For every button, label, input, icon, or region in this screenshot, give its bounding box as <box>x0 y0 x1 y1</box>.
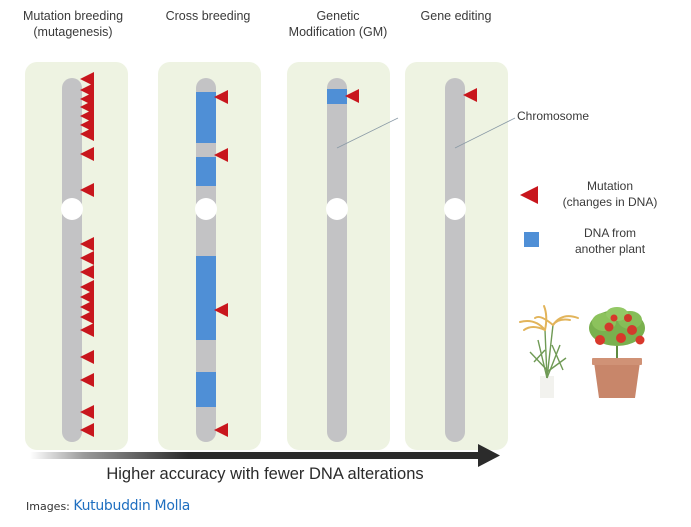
chromosome-pointer-line-gm <box>336 117 399 149</box>
chromosome-gene-editing <box>445 78 465 442</box>
accuracy-axis-label: Higher accuracy with fewer DNA alteratio… <box>106 465 424 483</box>
column-title-mutation-breeding: Mutation breeding (mutagenesis) <box>22 9 124 39</box>
image-caption: Images: Kutubuddin Molla <box>26 498 190 514</box>
mutation-marker-mutation-breeding-12 <box>80 265 94 279</box>
legend-mutation-icon <box>520 186 538 204</box>
dna-segment-cross-breeding-2 <box>196 157 216 186</box>
centromere-genetic-modification <box>326 198 348 220</box>
legend-mutation-label: Mutation (changes in DNA) <box>562 179 658 209</box>
mutation-marker-mutation-breeding-19 <box>80 373 94 387</box>
column-title-genetic-modification: Genetic Modification (GM) <box>288 9 388 39</box>
chromosome-mutation-breeding <box>62 78 82 442</box>
mutation-marker-cross-breeding-1 <box>214 90 228 104</box>
mutation-marker-mutation-breeding-15 <box>80 300 94 314</box>
mutation-marker-mutation-breeding-9 <box>80 183 94 197</box>
column-title-cross-breeding: Cross breeding <box>165 9 251 23</box>
mutation-marker-gene-editing-1 <box>463 88 477 102</box>
mutation-marker-mutation-breeding-17 <box>80 323 94 337</box>
mutation-marker-mutation-breeding-13 <box>80 280 94 294</box>
mutation-marker-mutation-breeding-21 <box>80 423 94 437</box>
centromere-cross-breeding <box>195 198 217 220</box>
centromere-mutation-breeding <box>61 198 83 220</box>
mutation-marker-mutation-breeding-4 <box>80 100 94 114</box>
chromosome-genetic-modification <box>327 78 347 442</box>
mutation-marker-mutation-breeding-8 <box>80 147 94 161</box>
mutation-marker-cross-breeding-3 <box>214 303 228 317</box>
mutation-marker-mutation-breeding-14 <box>80 290 94 304</box>
dna-segment-cross-breeding-3 <box>196 256 216 340</box>
tomato-plant-illustration <box>589 307 645 398</box>
accuracy-arrow-shaft <box>30 452 482 459</box>
mutation-marker-mutation-breeding-16 <box>80 310 94 324</box>
dna-segment-genetic-modification-1 <box>327 89 347 104</box>
mutation-marker-mutation-breeding-5 <box>80 109 94 123</box>
column-title-gene-editing: Gene editing <box>420 9 492 23</box>
mutation-marker-cross-breeding-4 <box>214 423 228 437</box>
caption-credit-link[interactable]: Kutubuddin Molla <box>73 498 191 514</box>
centromere-gene-editing <box>444 198 466 220</box>
legend-dna-icon <box>524 232 539 247</box>
chromosome-pointer-line-editing <box>454 117 516 149</box>
mutation-marker-mutation-breeding-20 <box>80 405 94 419</box>
mutation-marker-mutation-breeding-18 <box>80 350 94 364</box>
mutation-marker-mutation-breeding-11 <box>80 251 94 265</box>
caption-prefix: Images: <box>26 500 70 513</box>
chromosome-label: Chromosome <box>517 109 590 123</box>
dna-segment-cross-breeding-1 <box>196 92 216 143</box>
mutation-marker-mutation-breeding-10 <box>80 237 94 251</box>
mutation-marker-mutation-breeding-1 <box>80 72 94 86</box>
accuracy-arrow-head <box>478 444 500 467</box>
dna-segment-cross-breeding-4 <box>196 372 216 407</box>
legend-dna-label: DNA from another plant <box>574 226 646 256</box>
rice-plant-illustration <box>519 305 579 398</box>
mutation-marker-mutation-breeding-7 <box>80 127 94 141</box>
mutation-marker-mutation-breeding-2 <box>80 83 94 97</box>
panels-layer <box>25 62 508 450</box>
mutation-marker-genetic-modification-1 <box>345 89 359 103</box>
mutation-marker-mutation-breeding-6 <box>80 118 94 132</box>
mutation-marker-cross-breeding-2 <box>214 148 228 162</box>
